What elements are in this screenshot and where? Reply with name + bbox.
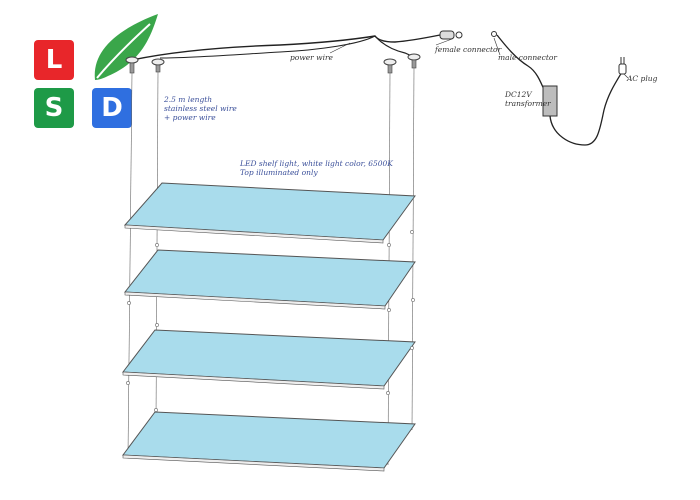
suspension-wire — [127, 72, 133, 456]
shelf-panel-2 — [124, 249, 416, 310]
ceiling-mount-icon — [125, 56, 139, 74]
cable-branch — [374, 35, 415, 58]
wire-spec-line3: + power wire — [164, 113, 216, 122]
shelf-panel-4 — [122, 411, 416, 472]
shelf-spec-line1: LED shelf light, white light color, 6500… — [239, 159, 393, 168]
cable-branch-left — [159, 35, 376, 59]
female-connector-label: female connector — [434, 45, 502, 54]
logo-tile-l: L — [34, 40, 74, 80]
logo-letter-l: L — [45, 45, 63, 75]
logo-letter-s: S — [44, 93, 64, 123]
ceiling-mount-icon — [151, 58, 165, 73]
power-wire-label: power wire — [290, 53, 334, 62]
suspension-wire — [411, 67, 415, 431]
transformer-label-line1: DC12V — [504, 90, 533, 99]
leader-lines — [329, 37, 629, 79]
transformer-label-line2: transformer — [505, 99, 551, 108]
male-connector-icon — [491, 31, 546, 93]
logo-letter-d: D — [101, 93, 123, 123]
logo-tile-s: S — [34, 88, 74, 128]
wire-spec-line2: stainless steel wire — [164, 104, 237, 113]
ceiling-mount-icon — [383, 58, 397, 74]
transformer-box — [542, 71, 623, 146]
logo-tile-d: D — [92, 88, 132, 128]
power-wire-cable — [131, 34, 441, 61]
ac-plug-icon — [618, 57, 627, 75]
shelf-panel-1 — [123, 182, 416, 244]
shelf-panel-3 — [122, 329, 416, 390]
wire-spec-line1: 2.5 m length — [163, 95, 212, 104]
ceiling-mount-icon — [407, 53, 421, 69]
wire-clip-icons — [126, 230, 415, 412]
ac-plug-label: AC plug — [626, 74, 658, 83]
leaf-icon — [94, 14, 158, 80]
shelf-spec-line2: Top illuminated only — [240, 168, 318, 177]
female-connector-icon — [439, 30, 463, 40]
male-connector-label: male connector — [498, 53, 557, 62]
